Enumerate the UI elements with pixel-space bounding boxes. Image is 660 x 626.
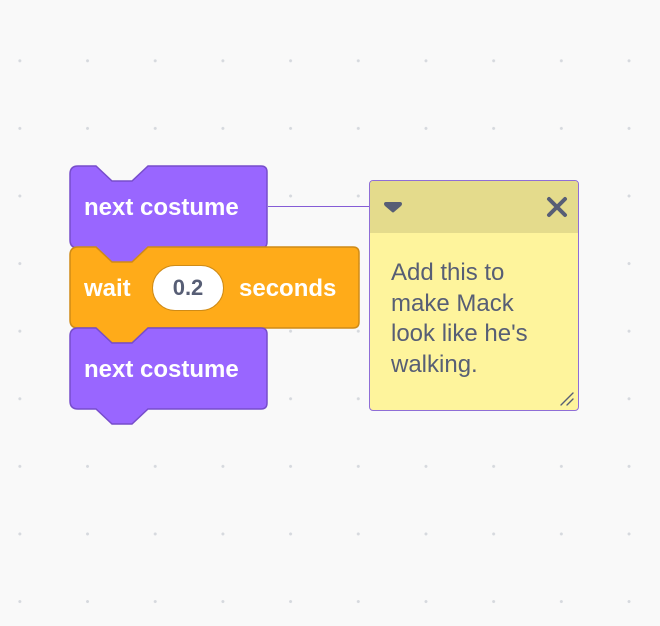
wait-label: wait bbox=[84, 275, 131, 302]
resize-handle-icon[interactable] bbox=[557, 389, 575, 407]
next-costume-label-1: next costume bbox=[84, 194, 239, 221]
comment-text[interactable]: Add this to make Mack look like he's wal… bbox=[391, 259, 528, 378]
workspace-comment[interactable]: Add this to make Mack look like he's wal… bbox=[369, 180, 579, 411]
comment-header[interactable] bbox=[370, 181, 578, 233]
next-costume-label-2: next costume bbox=[84, 356, 239, 383]
next-costume-block-2-shape[interactable] bbox=[69, 327, 268, 425]
comment-connector-line bbox=[268, 206, 370, 207]
seconds-label: seconds bbox=[239, 275, 337, 302]
close-x-icon[interactable] bbox=[545, 195, 569, 219]
triangle-down-icon[interactable] bbox=[383, 201, 403, 215]
wait-duration-input[interactable]: 0.2 bbox=[152, 265, 224, 311]
